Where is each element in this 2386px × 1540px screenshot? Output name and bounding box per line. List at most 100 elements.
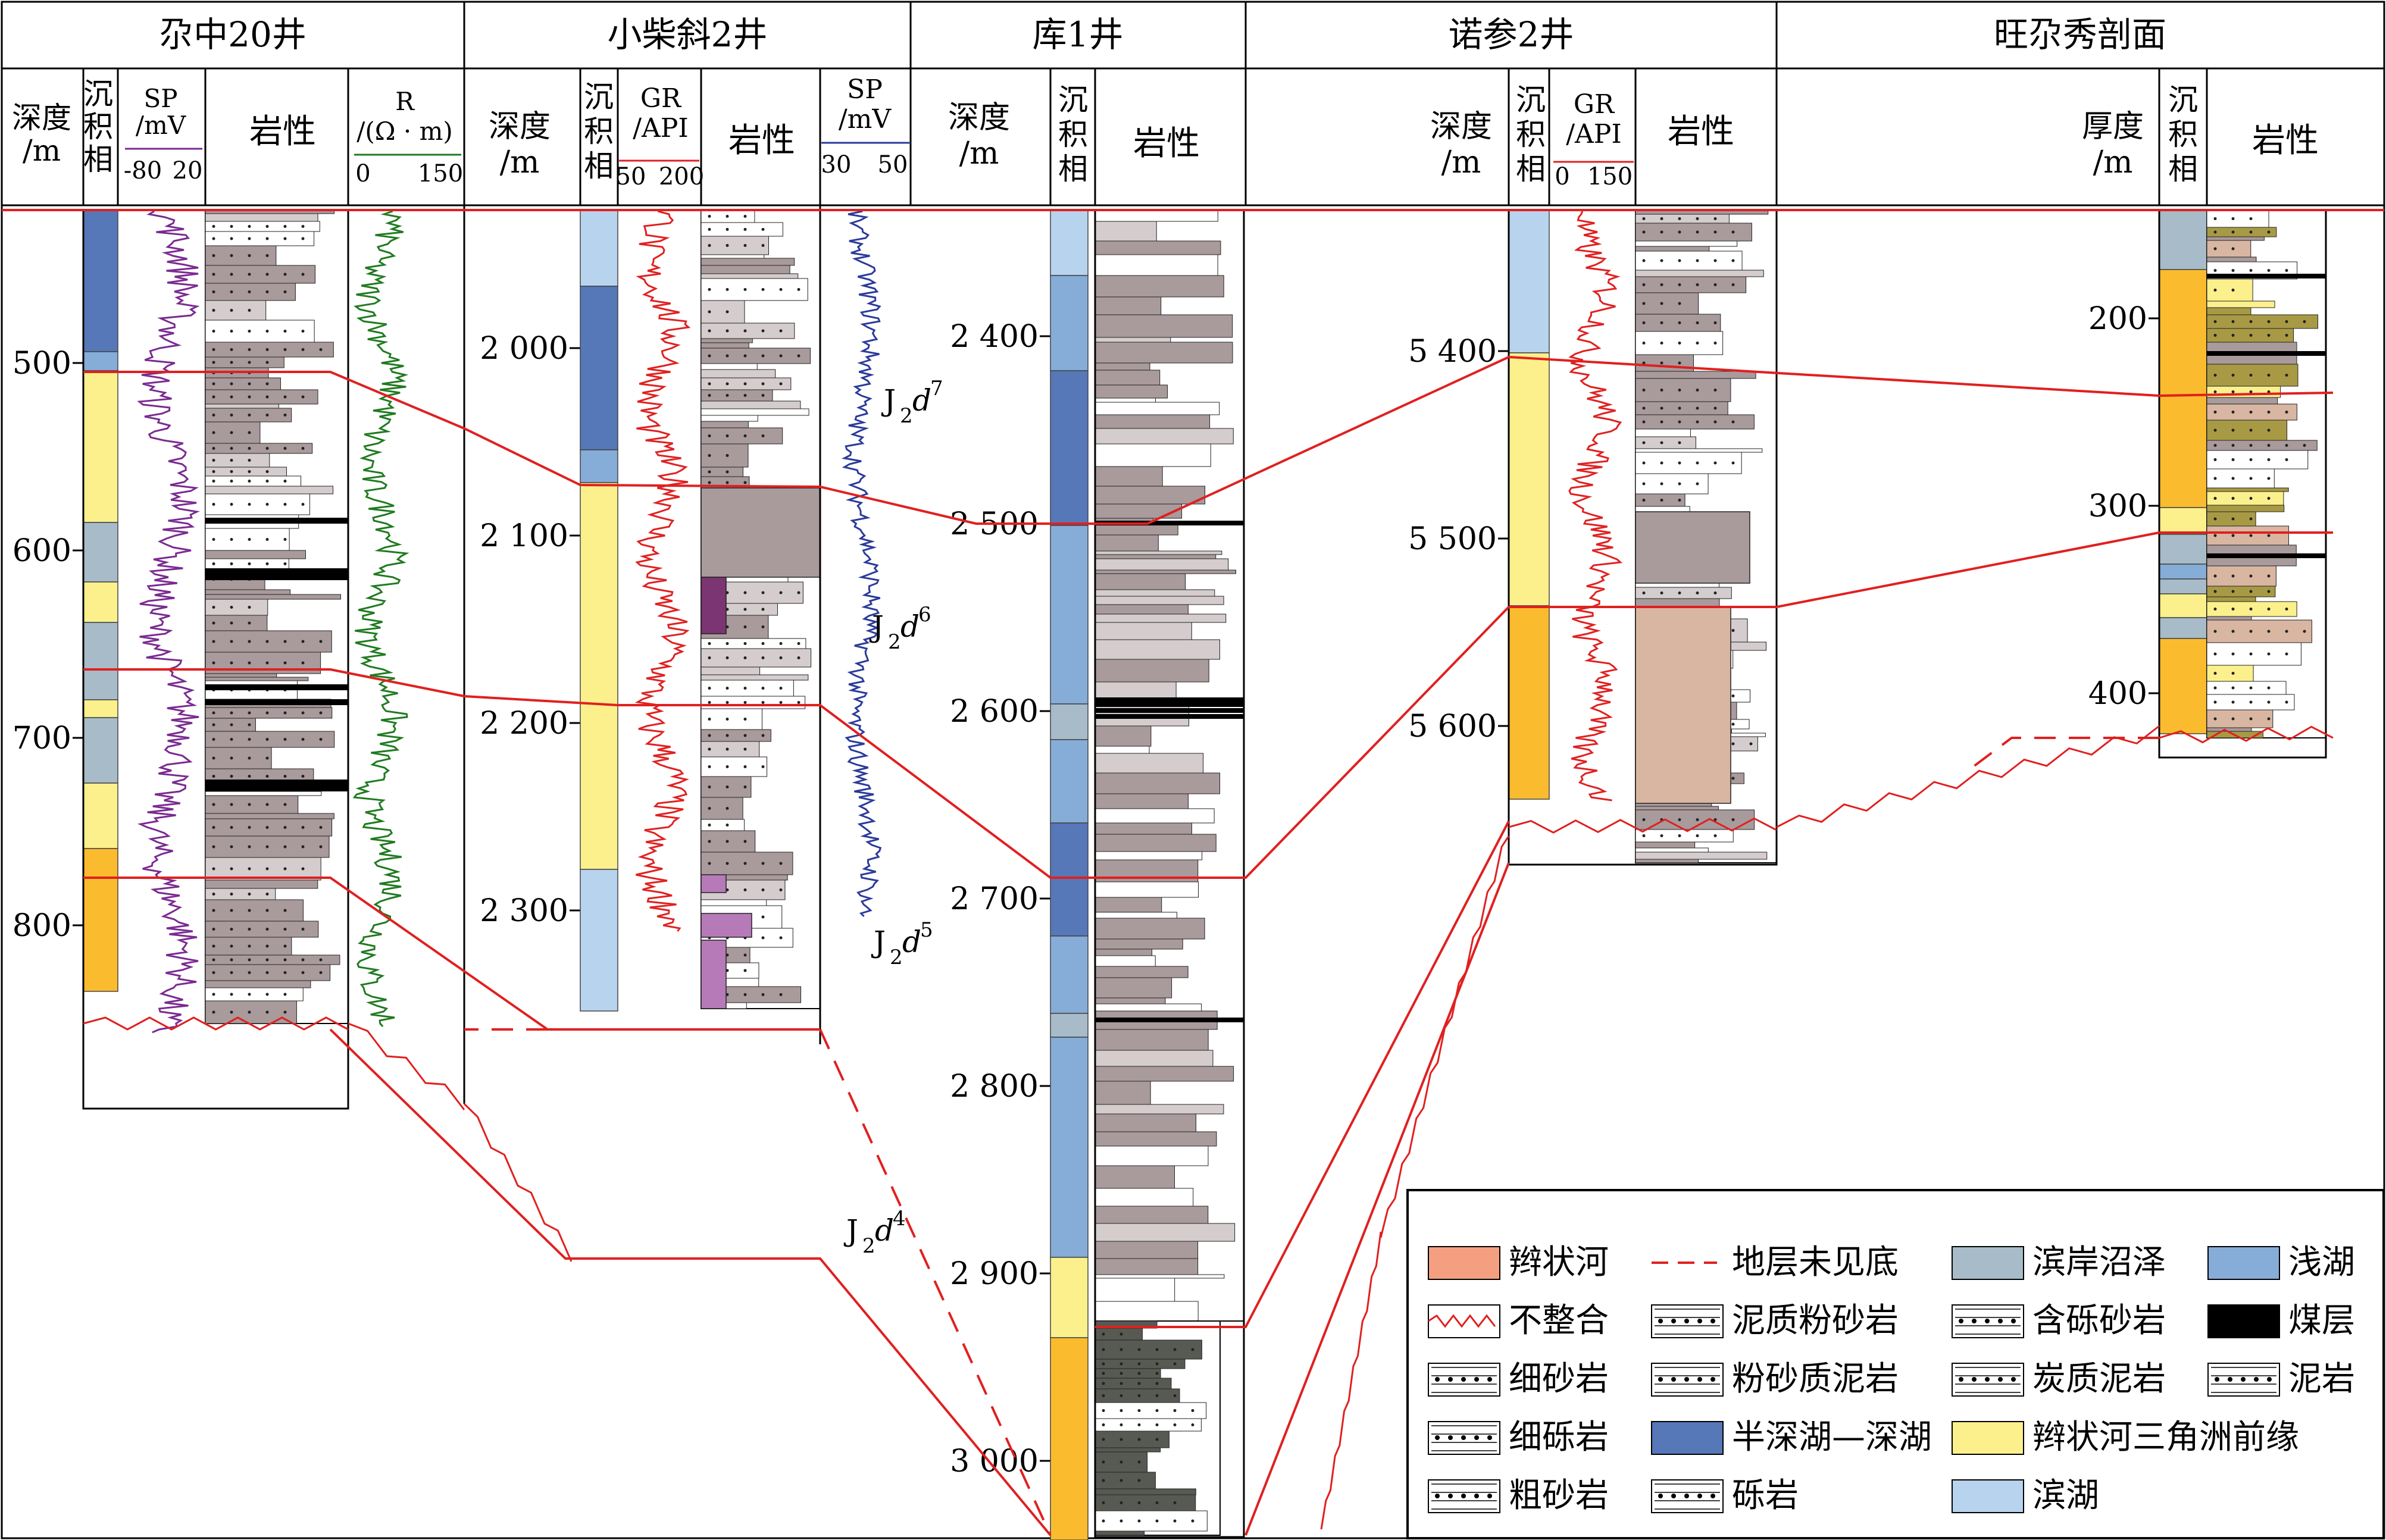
log-header-gr-unit: /API [1566, 119, 1622, 149]
lith-dot [248, 826, 251, 829]
lith-layer [1635, 841, 1696, 849]
facies-delta [83, 370, 118, 523]
lith-layer [701, 756, 768, 777]
lith-dot [1696, 482, 1699, 486]
boundary-w5 [1963, 737, 2159, 775]
legend-item-delta-front: 辫状河三角洲前缘 [1952, 1418, 2299, 1457]
lith-dot [743, 244, 747, 247]
lith-layer [1095, 569, 1237, 574]
lith-dot [212, 503, 215, 506]
lith-dot [1713, 389, 1717, 392]
w3-lithology-lower [1095, 1320, 1221, 1536]
legend-label: 含砾砂岩 [2032, 1301, 2166, 1340]
lith-dot [212, 480, 215, 483]
stratum-main: J [871, 925, 886, 959]
lith-dot [1713, 406, 1717, 410]
lith-layer [205, 528, 290, 551]
lith-dot [708, 354, 711, 358]
lith-dot [708, 807, 711, 810]
facies-deep [83, 209, 118, 352]
lith-dot [283, 290, 287, 293]
lith-dot [708, 394, 711, 397]
lith-layer [205, 356, 284, 368]
lith-dot [761, 288, 765, 291]
log-header-gr: GR [1574, 89, 1615, 120]
lith-layer [1095, 1388, 1180, 1403]
lith-dot [301, 711, 305, 715]
lith-dot [1660, 834, 1663, 837]
lith-dot [265, 909, 269, 912]
lith-dot [1713, 591, 1717, 594]
lith-dot [2267, 411, 2271, 414]
lith-dot [301, 958, 305, 962]
lith-dot [301, 273, 305, 276]
lith-layer [1095, 1301, 1199, 1322]
lith-layer [701, 278, 808, 301]
lith-dot [265, 382, 269, 386]
depth-header: 深度 [12, 101, 71, 135]
lith-dot [212, 723, 215, 727]
lith-dot [761, 434, 765, 437]
lith-dot [301, 867, 305, 871]
lith-layer [1095, 221, 1157, 242]
lith-dot [1678, 230, 1681, 234]
lith-dot [2249, 477, 2253, 480]
lith-dot [283, 928, 287, 931]
lith-dot [1155, 1501, 1159, 1504]
lith-dot [2249, 608, 2253, 611]
lith-dot [1191, 1423, 1194, 1426]
lith-dot [761, 765, 765, 768]
lith-layer [701, 913, 752, 938]
lith-dot [2285, 320, 2288, 323]
lith-dot [230, 803, 233, 806]
w4-facies-column [1508, 209, 1550, 800]
lith-dot [301, 330, 305, 333]
lith-dot [797, 288, 800, 291]
log-max: 200 [659, 163, 704, 190]
lith-dot [1155, 1423, 1159, 1426]
lith-dot [265, 361, 269, 364]
lith-layer [701, 342, 749, 349]
lith-dot [1119, 1348, 1123, 1351]
lith-header: 岩性 [249, 112, 316, 151]
lith-dot [2249, 700, 2253, 704]
lith-layer [1095, 1278, 1175, 1302]
lith-dot [1713, 834, 1717, 837]
lith-layer [1095, 1206, 1209, 1224]
lith-dot [1102, 1332, 1105, 1336]
lith-layer [701, 666, 761, 675]
coal-seam [205, 568, 348, 574]
lith-layer [1095, 955, 1156, 967]
lith-dot [1696, 406, 1699, 410]
lith-dot [726, 824, 729, 827]
depth-header: /m [2093, 145, 2133, 180]
facies-braided [2159, 638, 2207, 734]
lith-dot [212, 845, 215, 849]
lith-layer [1095, 503, 1183, 519]
lith-dot [726, 734, 729, 737]
lith-dot [2213, 444, 2217, 447]
lith-layer [1095, 342, 1233, 364]
lith-dot [230, 845, 233, 849]
coal-seam [205, 574, 348, 580]
lith-dot [2267, 374, 2271, 377]
lith-dot [743, 434, 747, 437]
lith-layer [1095, 1402, 1207, 1419]
lith-layer [1635, 276, 1747, 293]
legend-item-no-bottom: 地层未见底 [1652, 1243, 1899, 1282]
lith-dot [1119, 1501, 1123, 1504]
lith-layer [1095, 808, 1215, 824]
lith-dot [2249, 517, 2253, 521]
lith-dot [761, 862, 765, 865]
well-title-w2: 小柴斜2井 [608, 14, 768, 55]
lith-layer [1095, 1378, 1172, 1389]
lith-layer [701, 300, 745, 324]
lith-dot [726, 382, 729, 386]
lith-dot [2213, 230, 2217, 234]
lith-dot [779, 936, 783, 940]
lith-dot [2213, 534, 2217, 537]
lith-dot [2231, 630, 2235, 633]
legend-item-coarse-sandstone: 粗砂岩 [1428, 1476, 1609, 1515]
lith-dot [283, 562, 287, 565]
